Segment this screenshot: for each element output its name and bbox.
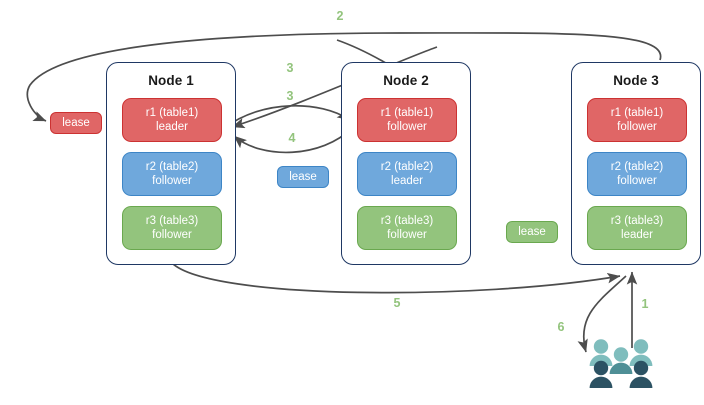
node-title: Node 3 (613, 73, 659, 88)
replica-line2: follower (387, 121, 427, 133)
lease-badge-r2: lease (277, 166, 329, 188)
lease-label: lease (62, 117, 90, 129)
replica-line1: r2 (table2) (380, 161, 434, 173)
edge-step-5 (171, 262, 621, 294)
replica-line1: r3 (table3) (145, 215, 199, 227)
replica-line1: r2 (table2) (145, 161, 199, 173)
replica-line2: follower (617, 121, 657, 133)
node-container-node1: Node 1 r1 (table1) leader r2 (table2) fo… (106, 62, 236, 265)
replica-line2: leader (156, 121, 188, 133)
replica-line2: follower (152, 229, 192, 241)
replica-n2r1[interactable]: r1 (table1) follower (357, 98, 457, 142)
replica-line1: r1 (table1) (610, 107, 664, 119)
lease-badge-r3: lease (506, 221, 558, 243)
lease-label: lease (289, 171, 317, 183)
replica-n1r2[interactable]: r2 (table2) follower (122, 152, 222, 196)
step-label-2: 2 (336, 9, 344, 23)
replica-line2: leader (391, 175, 423, 187)
replica-n3r3[interactable]: r3 (table3) leader (587, 206, 687, 250)
node-container-node2: Node 2 r1 (table1) follower r2 (table2) … (341, 62, 471, 265)
replica-n1r3[interactable]: r3 (table3) follower (122, 206, 222, 250)
lease-badge-r1: lease (50, 112, 102, 134)
replica-line1: r3 (table3) (610, 215, 664, 227)
node-title: Node 1 (148, 73, 194, 88)
users-icon (589, 339, 653, 388)
replica-line1: r2 (table2) (610, 161, 664, 173)
replica-line2: leader (621, 229, 653, 241)
step-label-4: 4 (288, 131, 296, 145)
replica-n1r1[interactable]: r1 (table1) leader (122, 98, 222, 142)
replica-line1: r1 (table1) (145, 107, 199, 119)
edge-step-3b (225, 105, 351, 128)
lease-label: lease (518, 226, 546, 238)
step-label-6: 6 (557, 320, 565, 334)
step-label-1: 1 (641, 297, 649, 311)
replica-n2r3[interactable]: r3 (table3) follower (357, 206, 457, 250)
replica-n3r1[interactable]: r1 (table1) follower (587, 98, 687, 142)
replica-line2: follower (617, 175, 657, 187)
replica-line1: r1 (table1) (380, 107, 434, 119)
node-container-node3: Node 3 r1 (table1) follower r2 (table2) … (571, 62, 701, 265)
replica-line2: follower (152, 175, 192, 187)
node-title: Node 2 (383, 73, 429, 88)
replica-line2: follower (387, 229, 427, 241)
step-label-5: 5 (393, 296, 401, 310)
replica-n3r2[interactable]: r2 (table2) follower (587, 152, 687, 196)
replica-line1: r3 (table3) (380, 215, 434, 227)
step-label-3a: 3 (286, 61, 294, 75)
step-label-3b: 3 (286, 89, 294, 103)
replica-n2r2[interactable]: r2 (table2) leader (357, 152, 457, 196)
